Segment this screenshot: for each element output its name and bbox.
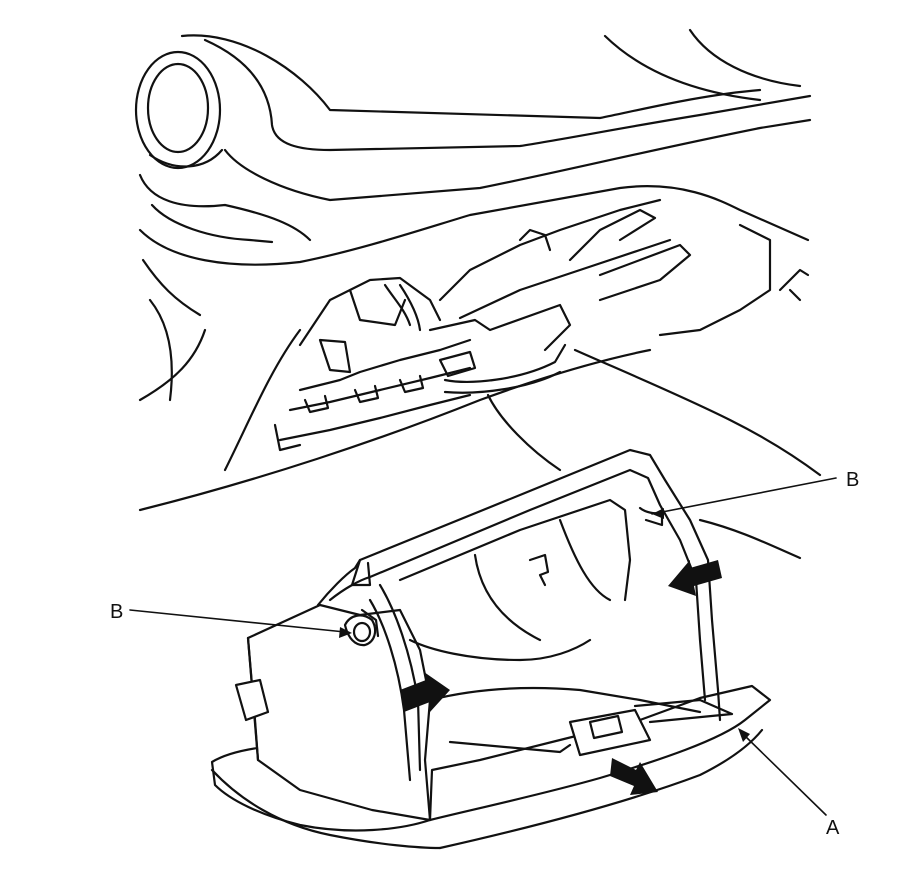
- callout-label-a: A: [826, 817, 840, 839]
- arrow-right-side-push-icon: [668, 560, 722, 596]
- removal-arrows: [400, 560, 722, 795]
- callout-label-b-left: B: [110, 601, 123, 623]
- leader-b-left-tip: [339, 627, 352, 638]
- dashboard: [134, 28, 822, 512]
- arrow-pull-out-icon: [610, 758, 658, 795]
- air-vent: [134, 50, 224, 170]
- leader-a: [743, 734, 827, 816]
- leader-a-tip: [738, 728, 750, 742]
- callout-label-b-right: B: [846, 469, 859, 491]
- glove-box: [210, 448, 802, 850]
- leader-b-right: [651, 477, 837, 515]
- leader-b-left: [129, 609, 346, 633]
- arrow-left-side-push-icon: [400, 672, 450, 712]
- leader-b-right-tip: [652, 508, 664, 519]
- callouts: B B A: [110, 469, 859, 839]
- dash-cavity-mechanism: [273, 198, 692, 452]
